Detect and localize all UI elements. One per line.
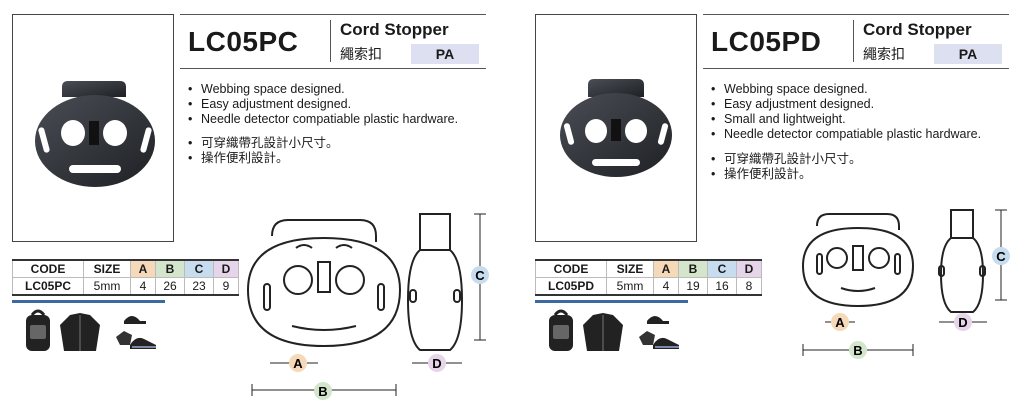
material-badge: PA [934,44,1002,64]
col-size: SIZE [83,259,131,278]
spec-table: CODE SIZE A B C D LC05PD 5mm 4 19 16 8 [535,259,762,296]
cap-glove-icon [116,316,146,345]
dim-label-d: D [958,315,967,330]
category-zh: 繩索扣 [863,46,905,62]
backpack-icon [26,309,50,351]
cap-glove-icon [639,316,669,345]
product-panel-lc05pd: LC05PD Cord Stopper 繩索扣 PA Webbing space… [523,0,1023,415]
cell-size: 5mm [606,277,654,296]
shoe-icon [130,337,156,349]
cell-d: 8 [736,277,762,296]
jacket-icon [583,313,623,351]
cell-d: 9 [213,277,239,296]
dim-label-c: C [475,268,485,283]
feature-list-zh: 可穿織帶孔設計小尺寸。 操作便利設計。 [709,152,862,182]
feature-item: Webbing space designed. [186,82,458,97]
jacket-icon [60,313,100,351]
feature-item: Needle detector compatiable plastic hard… [186,112,458,127]
col-b: B [155,259,185,278]
technical-drawing: A B C D [246,213,489,400]
model-number: LC05PC [188,26,299,57]
product-photo [535,14,697,242]
feature-list-zh: 可穿織帶孔設計小尺寸。 操作便利設計。 [186,136,339,166]
col-d: D [736,259,762,278]
technical-drawing: A B C D [801,209,1010,359]
col-d: D [213,259,239,278]
feature-list-en: Webbing space designed. Easy adjustment … [186,82,458,127]
cell-code: LC05PD [535,277,607,296]
model-number: LC05PD [711,26,822,57]
col-a: A [130,259,156,278]
feature-item: Small and lightweight. [709,112,981,127]
product-panel-lc05pc: LC05PC Cord Stopper 繩索扣 PA Webbing space… [0,0,500,415]
feature-item: 可穿織帶孔設計小尺寸。 [709,152,862,167]
feature-item: Easy adjustment designed. [186,97,458,112]
backpack-icon [549,309,573,351]
feature-item: 操作便利設計。 [709,167,862,182]
shoe-icon [653,337,679,349]
col-c: C [707,259,737,278]
feature-item: 可穿織帶孔設計小尺寸。 [186,136,339,151]
col-code: CODE [12,259,84,278]
dim-label-b: B [318,384,327,399]
category-en: Cord Stopper [340,20,449,39]
feature-item: Webbing space designed. [709,82,981,97]
feature-item: 操作便利設計。 [186,151,339,166]
cell-code: LC05PC [12,277,84,296]
dim-label-c: C [996,249,1006,264]
application-icons [535,300,688,361]
spec-table: CODE SIZE A B C D LC05PC 5mm 4 26 23 9 [12,259,239,296]
product-photo [12,14,174,242]
feature-item: Needle detector compatiable plastic hard… [709,127,981,142]
category-en: Cord Stopper [863,20,972,39]
category-zh: 繩索扣 [340,46,382,62]
col-size: SIZE [606,259,654,278]
cell-b: 19 [678,277,708,296]
cell-size: 5mm [83,277,131,296]
feature-item: Easy adjustment designed. [709,97,981,112]
application-icons [12,300,165,361]
material-badge: PA [411,44,479,64]
dim-label-b: B [853,343,862,358]
dim-label-d: D [432,356,441,371]
dim-label-a: A [835,315,845,330]
dim-label-a: A [293,356,303,371]
feature-list-en: Webbing space designed. Easy adjustment … [709,82,981,142]
